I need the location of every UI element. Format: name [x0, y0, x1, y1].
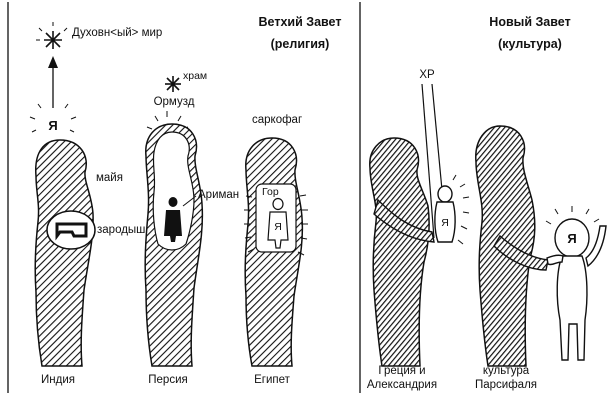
maya-label: майя — [96, 172, 123, 184]
new-testament-title: Новый Завет — [489, 15, 570, 29]
greece-caption-line1: Греция и — [378, 365, 425, 377]
ya-greece: Я — [441, 217, 449, 229]
india-caption: Индия — [41, 374, 75, 386]
arrow-head-icon — [48, 56, 58, 68]
xp-label: ХР — [419, 69, 435, 81]
ya-parsifal: Я — [567, 231, 576, 246]
greece-caption-line2: Александрия — [367, 379, 437, 391]
spiritual-world-star-icon — [44, 31, 62, 49]
small-ya-figure — [435, 186, 455, 242]
ya-india: Я — [48, 118, 57, 133]
temple-label: храм — [183, 70, 207, 82]
figure-parsifal: Я культура Парсифаля — [475, 126, 606, 391]
old-testament-title: Ветхий Завет — [259, 15, 342, 29]
figure-india: Духовн<ый> мир Я майя зародыш Индия — [30, 22, 162, 386]
horus-label: Гор — [262, 186, 279, 198]
ahriman-label: Ариман — [198, 189, 239, 201]
figure-greece: ХР Я Греция и Александрия — [367, 69, 469, 391]
persia-caption: Персия — [148, 374, 187, 386]
figure-persia: храм Ормузд Ариман Персия — [145, 70, 239, 386]
star-rays — [36, 22, 67, 40]
ormuzd-label: Ормузд — [154, 96, 195, 108]
new-testament-subtitle: (культура) — [498, 37, 562, 51]
small-figure-rays — [453, 175, 469, 244]
embryo-label: зародыш — [97, 224, 145, 236]
spiritual-world-label: Духовн<ый> мир — [72, 27, 162, 39]
temple-star-icon — [165, 76, 181, 92]
egypt-caption: Египет — [254, 374, 291, 386]
greece-body — [370, 138, 429, 366]
xp-ray-right — [432, 84, 442, 190]
india-body — [35, 140, 93, 366]
figure-egypt: саркофаг Гор Я Египет — [244, 114, 308, 386]
parsifal-caption-line1: культура — [483, 365, 530, 377]
parsifal-caption-line2: Парсифаля — [475, 379, 537, 391]
sarcophagus-label: саркофаг — [252, 114, 302, 126]
ya-egypt: Я — [274, 221, 282, 233]
old-testament-subtitle: (религия) — [271, 37, 330, 51]
